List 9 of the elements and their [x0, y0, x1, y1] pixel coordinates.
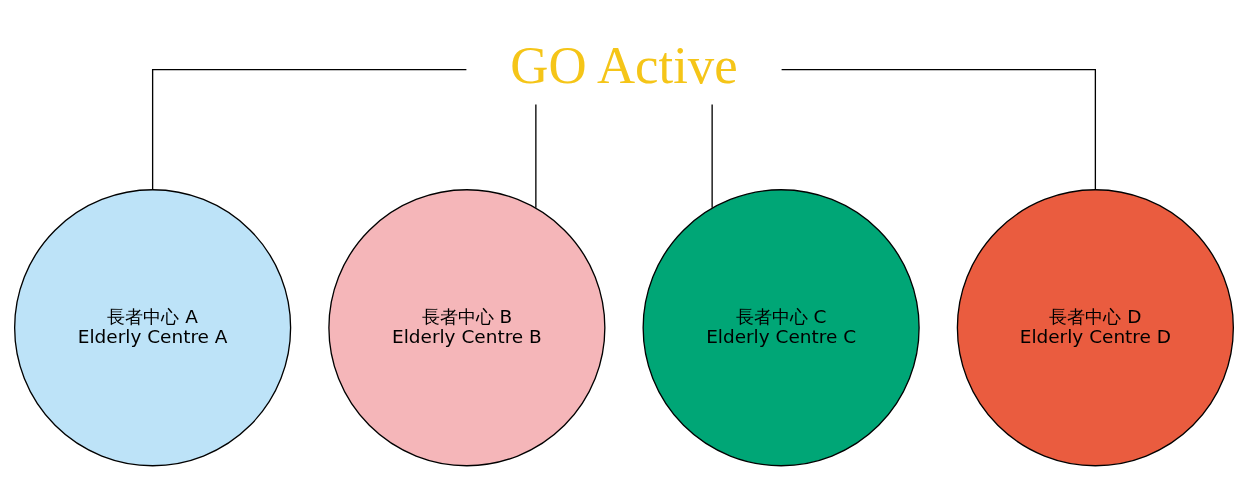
node-circle: 長者中心 B Elderly Centre B: [328, 189, 606, 467]
node-circle: 長者中心 D Elderly Centre D: [956, 189, 1234, 467]
node-circle: 長者中心 A Elderly Centre A: [14, 189, 292, 467]
connector: [711, 103, 713, 209]
node-text: GO Active: [510, 35, 738, 94]
connector: [151, 68, 468, 191]
node-circle: 長者中心 C Elderly Centre C: [642, 189, 920, 467]
connector: [535, 103, 537, 209]
connector: [780, 68, 1097, 191]
